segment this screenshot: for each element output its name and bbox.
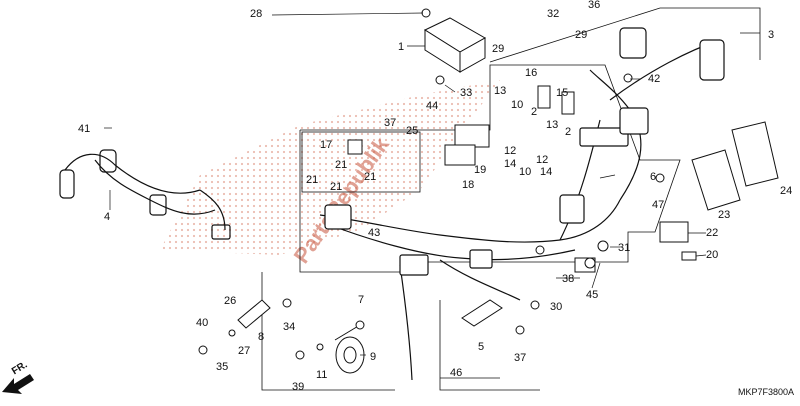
ecu-unit [423, 17, 487, 73]
callout-37: 37 [384, 117, 397, 129]
callout-27: 27 [238, 345, 251, 357]
callout-21-4: 21 [364, 171, 377, 183]
frame-lower-harness [261, 272, 395, 391]
callout-24: 24 [780, 185, 793, 197]
callout-12-2: 12 [536, 154, 549, 166]
callout-29: 29 [492, 43, 505, 55]
callout-1: 1 [398, 41, 405, 53]
frame-right-group [489, 7, 761, 63]
callout-17: 17 [320, 139, 333, 151]
callout-2: 2 [531, 106, 538, 118]
bolts [198, 8, 665, 360]
main-harness [319, 27, 725, 381]
bracket [237, 299, 271, 329]
callout-29-2: 29 [575, 29, 588, 41]
callout-39: 39 [292, 381, 305, 393]
callout-7: 7 [358, 294, 365, 306]
leader-lines [104, 12, 760, 379]
callout-45: 45 [586, 289, 599, 301]
callout-10: 10 [511, 99, 524, 111]
callout-41: 41 [78, 123, 91, 135]
callout-13: 13 [494, 85, 507, 97]
callout-8: 8 [258, 331, 265, 343]
callout-9: 9 [370, 351, 377, 363]
callout-22: 22 [706, 227, 719, 239]
frame-relay-box [301, 131, 421, 193]
callout-31: 31 [618, 242, 631, 254]
callout-35: 35 [216, 361, 229, 373]
callout-43: 43 [368, 227, 381, 239]
callout-12: 12 [504, 145, 517, 157]
fuse-boxes [347, 85, 697, 273]
callout-21-3: 21 [330, 181, 343, 193]
callout-20: 20 [706, 249, 719, 261]
callout-30: 30 [550, 301, 563, 313]
frame-plate-box [439, 300, 540, 391]
callout-3: 3 [768, 29, 775, 41]
callout-14: 14 [504, 158, 517, 170]
callout-37-2: 37 [514, 352, 527, 364]
callout-44: 44 [426, 100, 439, 112]
left-harness [59, 149, 231, 240]
callout-21-2: 21 [306, 174, 319, 186]
mounting-plate [461, 299, 503, 327]
callout-11: 11 [316, 369, 328, 381]
callout-33: 33 [460, 87, 473, 99]
callout-26: 26 [224, 295, 237, 307]
callout-14-2: 14 [540, 166, 553, 178]
callout-5: 5 [478, 341, 485, 353]
callout-13-2: 13 [546, 119, 559, 131]
background-wing-pattern [160, 80, 500, 255]
callout-21: 21 [335, 159, 348, 171]
callout-15: 15 [556, 87, 569, 99]
callout-47: 47 [652, 199, 665, 211]
callout-19: 19 [474, 164, 487, 176]
callout-23: 23 [718, 209, 731, 221]
callout-4: 4 [104, 211, 111, 223]
callout-18: 18 [462, 179, 475, 191]
horn [334, 324, 365, 374]
callout-25: 25 [406, 125, 419, 137]
callout-28: 28 [250, 8, 263, 20]
callout-46: 46 [450, 367, 463, 379]
callout-34: 34 [283, 321, 296, 333]
front-arrow [2, 374, 34, 394]
control-modules [691, 121, 779, 211]
callout-2-2: 2 [565, 126, 572, 138]
callout-10-2: 10 [519, 166, 532, 178]
callout-40: 40 [196, 317, 209, 329]
diagram-code: MKP7F3800A [737, 387, 794, 397]
callout-36: 36 [588, 0, 601, 11]
callout-42: 42 [648, 73, 661, 85]
callout-32: 32 [547, 8, 560, 20]
callout-6: 6 [650, 171, 657, 183]
callout-38: 38 [562, 273, 575, 285]
callout-16: 16 [525, 67, 538, 79]
